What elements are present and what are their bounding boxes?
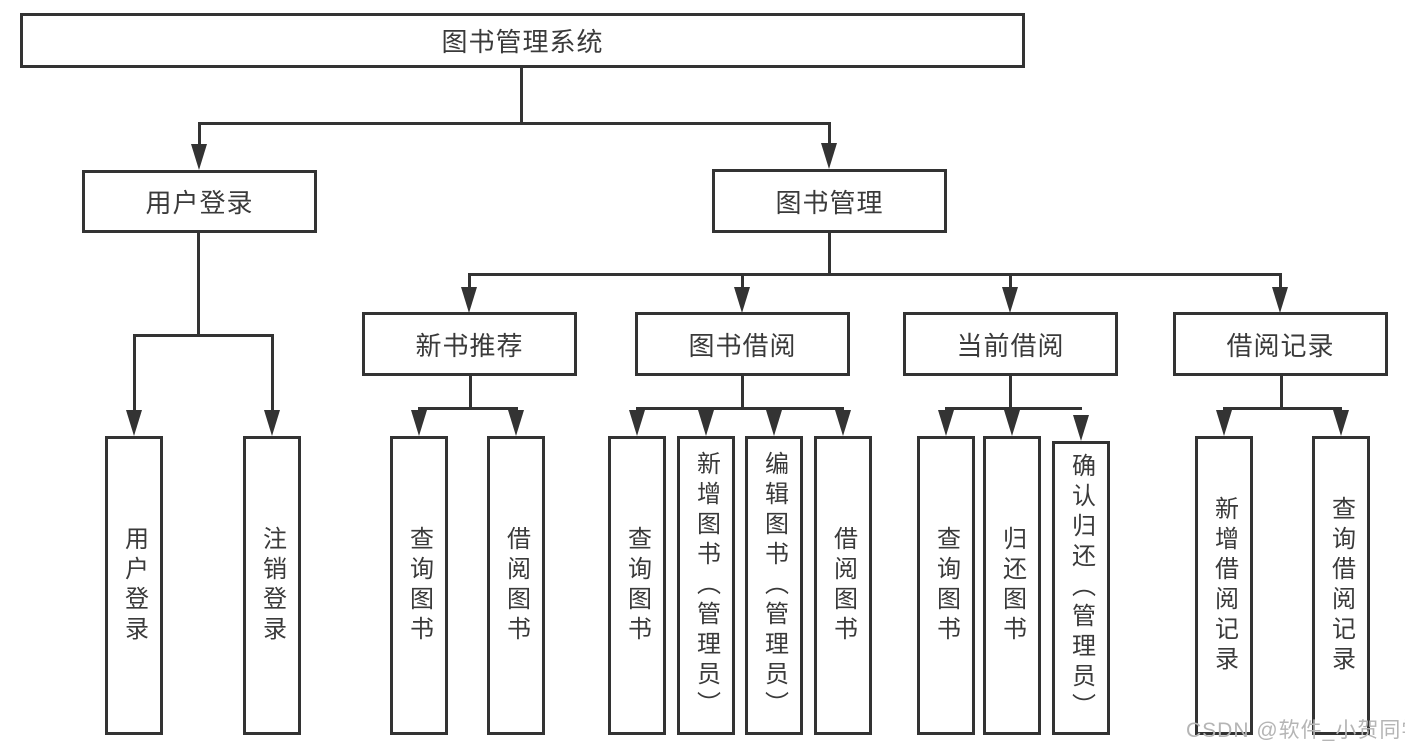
node-leaf-borrow-books-2: 借阅图书 [814, 436, 872, 735]
connector-drop-book-borrow [741, 276, 744, 288]
node-leaf-add-borrow-record-label: 新增借阅记录 [1210, 495, 1238, 676]
connector-book-borrow-trunk [741, 376, 744, 409]
connector-level1-bus [198, 122, 831, 125]
connector-new-books-bus [418, 407, 518, 410]
node-system-root-label: 图书管理系统 [441, 27, 604, 57]
node-leaf-borrow-books-2-label: 借阅图书 [829, 525, 857, 646]
node-user-login-label: 用户登录 [145, 188, 254, 218]
node-leaf-add-book-admin-label: 新增图书（管理员） [692, 450, 720, 721]
arrow-down-icon [1002, 287, 1018, 313]
arrow-down-icon [1272, 287, 1288, 313]
connector-borrow-records-bus [1223, 407, 1342, 410]
node-leaf-return-book-label: 归还图书 [998, 525, 1026, 646]
arrow-down-icon [629, 410, 645, 436]
arrow-down-icon [1216, 410, 1232, 436]
connector-borrow-records-trunk [1280, 376, 1283, 409]
node-leaf-query-books-3-label: 查询图书 [932, 525, 960, 646]
arrow-down-icon [508, 410, 524, 436]
arrow-down-icon [461, 287, 477, 313]
watermark: CSDN @软件_小贺同学 [1186, 719, 1405, 742]
arrow-down-icon [1004, 410, 1020, 436]
connector-user-login-bus [133, 334, 274, 337]
connector-current-borrow-trunk [1009, 376, 1012, 409]
connector-drop-new-books [468, 276, 471, 288]
connector-new-books-trunk [469, 376, 472, 409]
connector-drop-leaf [133, 337, 136, 410]
connector-drop-leaf [271, 337, 274, 410]
arrow-down-icon [734, 287, 750, 313]
node-system-root: 图书管理系统 [20, 13, 1025, 68]
node-leaf-query-borrow-record: 查询借阅记录 [1312, 436, 1370, 735]
node-leaf-add-borrow-record: 新增借阅记录 [1195, 436, 1253, 735]
connector-level2-bus [468, 273, 1282, 276]
node-new-books: 新书推荐 [362, 312, 577, 376]
node-leaf-add-book-admin: 新增图书（管理员） [677, 436, 735, 735]
arrow-down-icon [264, 410, 280, 436]
node-book-management-label: 图书管理 [775, 187, 884, 218]
node-leaf-query-books-3: 查询图书 [917, 436, 975, 735]
node-leaf-return-book: 归还图书 [983, 436, 1041, 735]
node-leaf-borrow-books-1-label: 借阅图书 [502, 525, 530, 646]
node-leaf-logout: 注销登录 [243, 436, 301, 735]
connector-drop-borrow-records [1279, 276, 1282, 288]
arrow-down-icon [835, 410, 851, 436]
connector-current-borrow-bus [945, 407, 1082, 410]
connector-book-borrow-bus [636, 407, 844, 410]
node-leaf-logout-label: 注销登录 [258, 525, 286, 646]
connector-root-trunk [520, 68, 523, 122]
arrow-down-icon [821, 143, 837, 169]
node-current-borrow: 当前借阅 [903, 312, 1118, 376]
node-book-borrow: 图书借阅 [635, 312, 850, 376]
node-leaf-query-books-2: 查询图书 [608, 436, 666, 735]
node-leaf-confirm-return-admin-label: 确认归还（管理员） [1067, 453, 1095, 723]
arrow-down-icon [698, 410, 714, 436]
node-leaf-confirm-return-admin: 确认归还（管理员） [1052, 441, 1110, 735]
connector-drop-book-mgmt [828, 125, 831, 146]
arrow-down-icon [766, 410, 782, 436]
connector-drop-user-login [198, 125, 201, 146]
node-leaf-user-login: 用户登录 [105, 436, 163, 735]
connector-book-mgmt-trunk [828, 233, 831, 275]
node-book-management: 图书管理 [712, 169, 947, 233]
arrow-down-icon [1073, 415, 1089, 441]
arrow-down-icon [411, 410, 427, 436]
arrow-down-icon [126, 410, 142, 436]
connector-drop-current-borrow [1009, 276, 1012, 288]
node-current-borrow-label: 当前借阅 [956, 330, 1065, 361]
node-leaf-borrow-books-1: 借阅图书 [487, 436, 545, 735]
node-book-borrow-label: 图书借阅 [688, 330, 797, 361]
node-leaf-edit-book-admin: 编辑图书（管理员） [745, 436, 803, 735]
node-leaf-query-books-1: 查询图书 [390, 436, 448, 735]
node-user-login: 用户登录 [82, 170, 317, 233]
node-leaf-query-books-2-label: 查询图书 [623, 525, 651, 646]
connector-user-login-trunk [197, 233, 200, 336]
node-new-books-label: 新书推荐 [415, 330, 524, 361]
node-borrow-records: 借阅记录 [1173, 312, 1388, 376]
arrow-down-icon [938, 410, 954, 436]
arrow-down-icon [1333, 410, 1349, 436]
arrow-down-icon [191, 144, 207, 170]
node-leaf-query-books-1-label: 查询图书 [405, 525, 433, 646]
node-leaf-query-borrow-record-label: 查询借阅记录 [1327, 495, 1355, 676]
node-leaf-user-login-label: 用户登录 [120, 525, 148, 646]
node-leaf-edit-book-admin-label: 编辑图书（管理员） [760, 450, 788, 721]
node-borrow-records-label: 借阅记录 [1226, 330, 1335, 361]
